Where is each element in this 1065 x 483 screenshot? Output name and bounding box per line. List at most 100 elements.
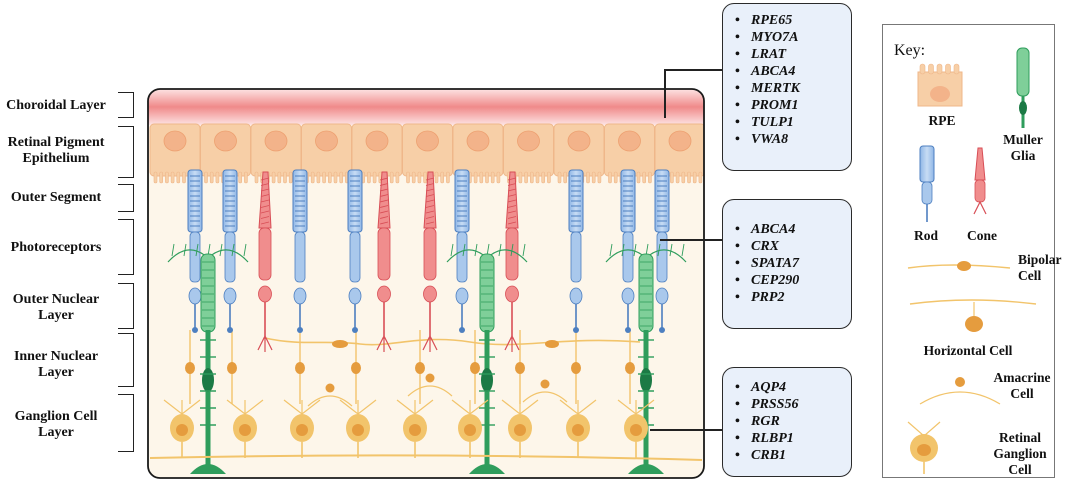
rpe-microvillus	[591, 171, 596, 184]
cone-disc	[260, 194, 270, 197]
rod-inner-segment	[224, 231, 236, 283]
rod-terminal	[659, 327, 665, 333]
rod-terminal	[297, 327, 303, 333]
cone-disc	[507, 188, 517, 192]
rpe-cell	[452, 123, 504, 184]
rpe-microvillus	[288, 171, 293, 184]
bracket-choroidal	[118, 92, 134, 118]
rpe-microvillus	[446, 171, 450, 184]
muller-microvillus	[681, 243, 685, 257]
key-rpe-villus	[945, 63, 951, 75]
amacrine-cell-process	[522, 391, 568, 403]
cone-inner-segment	[258, 227, 272, 281]
cone-outer-segment	[505, 171, 519, 229]
amacrine-cell-process	[307, 395, 353, 407]
cone-disc	[507, 199, 517, 203]
rpe-microvillus	[395, 171, 400, 184]
rod-terminal	[352, 327, 358, 333]
rpe-microvillus	[485, 171, 489, 184]
rpe-microvillus	[367, 171, 371, 184]
muller-trunk	[638, 253, 654, 333]
cone-disc	[507, 183, 517, 186]
key-horizontal-process	[909, 299, 1037, 305]
rpe-cell	[250, 123, 302, 184]
rod-terminal	[625, 327, 631, 333]
key-cone-icon	[973, 147, 987, 215]
retina-frame-background	[148, 89, 704, 478]
rpe-nucleus	[315, 130, 338, 152]
rpe-microvillus	[271, 171, 276, 184]
retina-frame-border	[147, 88, 705, 479]
muller-microvillus	[231, 243, 235, 257]
gene-item: ABCA4	[735, 63, 851, 80]
rpe-nucleus	[214, 130, 237, 152]
ganglion-nucleus	[296, 424, 308, 436]
gene-item: CRX	[735, 238, 851, 255]
photoreceptor-gene-box: ABCA4 CRX SPATA7 CEP290 PRP2	[722, 199, 852, 329]
gene-item: CRB1	[735, 447, 851, 464]
rpe-microvillus	[327, 171, 332, 184]
rpe-microvillus	[496, 171, 501, 184]
key-amacrine-process	[919, 391, 1001, 405]
muller-microvillus	[195, 243, 199, 257]
muller-stalk	[643, 330, 649, 468]
rod-nucleus	[348, 287, 362, 305]
cone-disc	[260, 210, 270, 214]
rpe-nucleus	[567, 130, 591, 152]
rpe-microvillus	[372, 171, 377, 184]
bracket-photoreceptors	[118, 219, 134, 275]
rod-inner-segment	[456, 231, 468, 283]
muller-trunk	[200, 253, 216, 333]
cone-pedicle	[504, 334, 520, 352]
rpe-nucleus	[264, 130, 288, 152]
gene-item: VWA8	[735, 131, 851, 148]
ganglion-cell	[339, 399, 377, 458]
muller-microvillus	[657, 243, 661, 257]
muller-nucleus	[481, 368, 493, 392]
ganglion-cell	[226, 399, 264, 458]
rod-terminal	[573, 327, 579, 333]
rpe-cell	[553, 123, 605, 184]
muller-microvillus	[450, 243, 454, 257]
cone-disc	[425, 216, 435, 219]
cone-outer-segment	[258, 171, 272, 229]
bipolar-cell-body	[625, 362, 635, 374]
key-panel	[882, 24, 1055, 478]
rpe-microvillus	[524, 171, 528, 184]
ganglion-cell	[163, 399, 201, 458]
cone-disc	[507, 210, 517, 214]
cone-pedicle	[257, 334, 273, 352]
rpe-nucleus	[365, 130, 389, 152]
cone-disc	[425, 183, 435, 186]
muller-endfoot	[469, 464, 505, 474]
ganglion-nucleus	[514, 424, 526, 436]
cone-cell	[504, 171, 520, 352]
gene-item: ABCA4	[735, 221, 851, 238]
cone-outer-segment	[377, 171, 391, 229]
rpe-microvillus	[277, 171, 282, 184]
rpe-microvillus	[557, 171, 562, 184]
rod-inner-segment	[570, 231, 582, 283]
muller-microvillus	[669, 243, 673, 257]
rod-nucleus	[655, 287, 669, 305]
cone-cell	[422, 171, 438, 352]
rpe-microvillus	[681, 171, 686, 184]
amacrine-cell-body	[325, 383, 335, 393]
muller-endfoot	[628, 464, 664, 474]
cone-cell	[257, 171, 273, 352]
cone-disc	[379, 183, 389, 186]
key-label-rpe: RPE	[928, 113, 956, 128]
ganglion-cell	[559, 399, 597, 458]
cone-inner-segment	[505, 227, 519, 281]
rod-nucleus	[223, 287, 237, 305]
key-cone-outer	[974, 147, 986, 181]
ganglion-cell	[396, 399, 434, 458]
ganglion-nucleus	[464, 424, 476, 436]
cone-inner-segment	[423, 227, 437, 281]
bipolar-cell-body	[295, 362, 305, 374]
layer-label-inner-nuclear: Inner Nuclear Layer	[13, 349, 99, 380]
rpe-microvillus	[254, 171, 259, 184]
ganglion-nucleus	[572, 424, 584, 436]
rpe-microvillus	[333, 171, 338, 184]
rod-cell	[654, 169, 670, 333]
